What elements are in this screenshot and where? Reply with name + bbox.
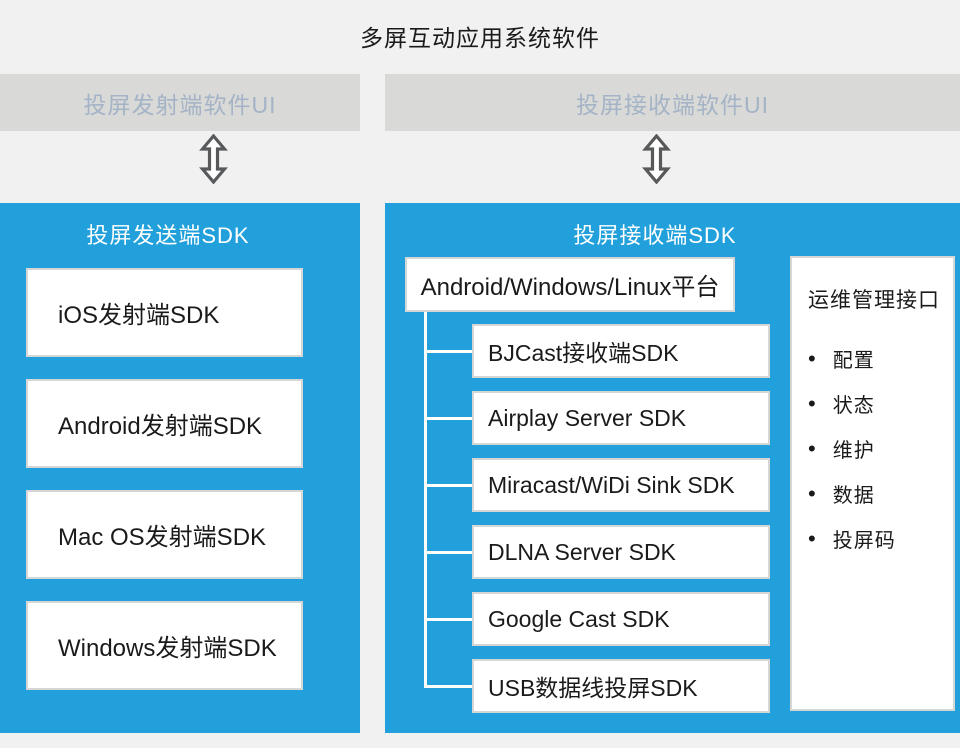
management-item-data: 数据 (808, 471, 945, 516)
sender-sdk-panel-title: 投屏发送端SDK (86, 223, 250, 248)
tree-connector-branch (424, 551, 472, 554)
sdk-box-android: Android发射端SDK (26, 379, 303, 468)
tree-connector-branch (424, 417, 472, 420)
management-interface-title: 运维管理接口 (808, 289, 940, 312)
tree-connector-branch (424, 350, 472, 353)
management-item-config: 配置 (808, 336, 945, 381)
tree-connector-branch (424, 618, 472, 621)
tree-box-usb: USB数据线投屏SDK (472, 659, 770, 713)
page-title: 多屏互动应用系统软件 (360, 25, 600, 51)
sync-arrow-icon (199, 134, 228, 184)
sdk-box-windows: Windows发射端SDK (26, 601, 303, 690)
receiver-sdk-panel-title: 投屏接收端SDK (573, 223, 737, 248)
tree-box-airplay: Airplay Server SDK (472, 391, 770, 445)
sender-sdk-panel: 投屏发送端SDK iOS发射端SDK Android发射端SDK Mac OS发… (0, 203, 360, 733)
receiver-ui-bar: 投屏接收端软件UI (385, 74, 960, 131)
sdk-box-macos: Mac OS发射端SDK (26, 490, 303, 579)
tree-connector-branch (424, 685, 472, 688)
tree-connector-vertical (424, 312, 427, 688)
management-item-maintenance: 维护 (808, 426, 945, 471)
tree-connector-branch (424, 484, 472, 487)
tree-box-miracast: Miracast/WiDi Sink SDK (472, 458, 770, 512)
sender-ui-bar: 投屏发射端软件UI (0, 74, 360, 131)
sync-arrow-icon (642, 134, 671, 184)
tree-box-bjcast: BJCast接收端SDK (472, 324, 770, 378)
tree-box-dlna: DLNA Server SDK (472, 525, 770, 579)
management-item-status: 状态 (808, 381, 945, 426)
sdk-box-ios: iOS发射端SDK (26, 268, 303, 357)
receiver-sdk-panel: 投屏接收端SDK Android/Windows/Linux平台 BJCast接… (385, 203, 960, 733)
management-item-castcode: 投屏码 (808, 516, 945, 561)
platform-box: Android/Windows/Linux平台 (405, 257, 735, 312)
tree-box-googlecast: Google Cast SDK (472, 592, 770, 646)
management-interface-box: 运维管理接口 配置 状态 维护 数据 投屏码 (790, 256, 955, 711)
